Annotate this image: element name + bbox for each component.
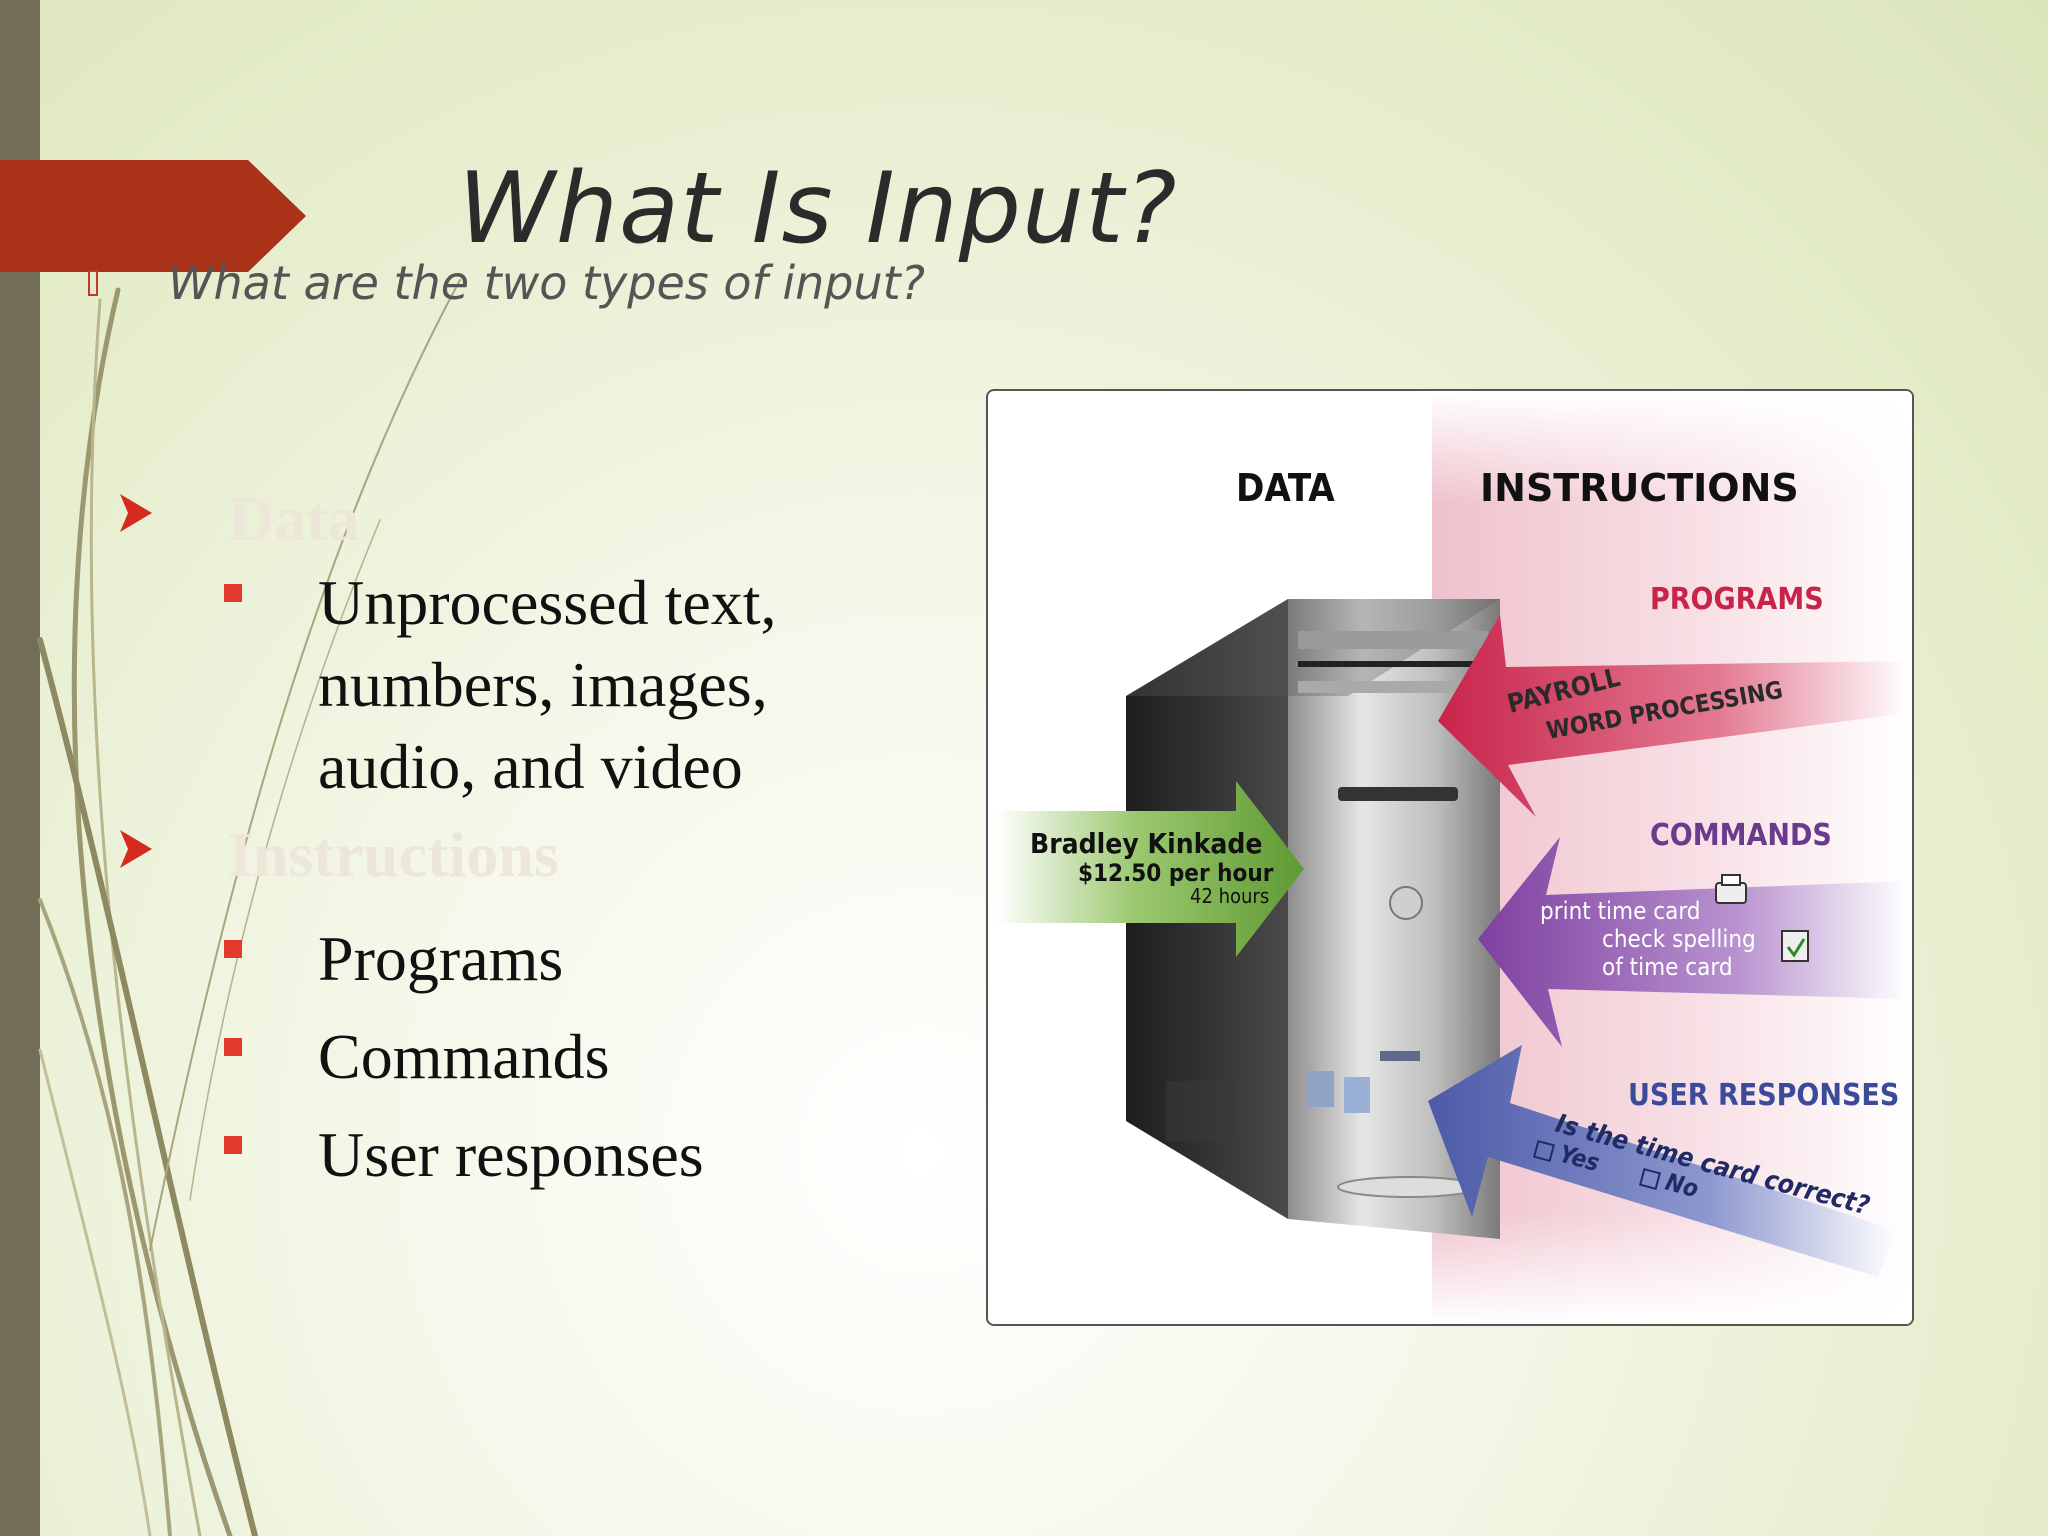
arrow-bullet-icon — [120, 494, 152, 532]
title-accent-tab — [0, 160, 306, 272]
programs-label: PROGRAMS — [1650, 582, 1824, 617]
arrow-bullet-icon — [120, 830, 152, 868]
yes-checkbox — [1532, 1139, 1556, 1163]
input-illustration: DATA INSTRUCTIONS PROGRAMS P — [986, 389, 1914, 1326]
square-bullet-icon — [224, 1136, 242, 1154]
computer-tower-icon — [1126, 599, 1500, 1239]
instructions-header: INSTRUCTIONS — [1480, 466, 1799, 510]
list-item: audio, and video — [318, 731, 743, 802]
list-item: Commands — [318, 1021, 610, 1092]
responses-label: USER RESPONSES — [1628, 1078, 1899, 1113]
page-title: What Is Input? — [458, 152, 1178, 266]
bullet-heading-data: Data — [228, 483, 360, 554]
spellcheck-icon — [1781, 930, 1809, 962]
square-bullet-icon — [224, 584, 242, 602]
page-subtitle: What are the two types of input? — [168, 256, 926, 310]
commands-item: check spelling — [1602, 925, 1756, 953]
list-item: Unprocessed text, — [318, 567, 777, 638]
subtitle-bullet-icon — [88, 270, 98, 296]
square-bullet-icon — [224, 1038, 242, 1056]
illustration-canvas: DATA INSTRUCTIONS PROGRAMS P — [996, 391, 1912, 1324]
list-item: numbers, images, — [318, 649, 768, 720]
data-item: $12.50 per hour — [1078, 859, 1274, 887]
list-item: User responses — [318, 1119, 704, 1190]
printer-icon — [1715, 874, 1747, 904]
commands-item: print time card — [1540, 897, 1701, 925]
no-checkbox — [1638, 1167, 1662, 1191]
bullet-heading-instructions: Instructions — [228, 819, 559, 890]
commands-item: of time card — [1602, 953, 1733, 981]
data-header: DATA — [1236, 466, 1335, 510]
square-bullet-icon — [224, 940, 242, 958]
commands-label: COMMANDS — [1650, 818, 1832, 853]
data-item: Bradley Kinkade — [1030, 827, 1263, 860]
data-item: 42 hours — [1190, 884, 1269, 908]
list-item: Programs — [318, 923, 564, 994]
